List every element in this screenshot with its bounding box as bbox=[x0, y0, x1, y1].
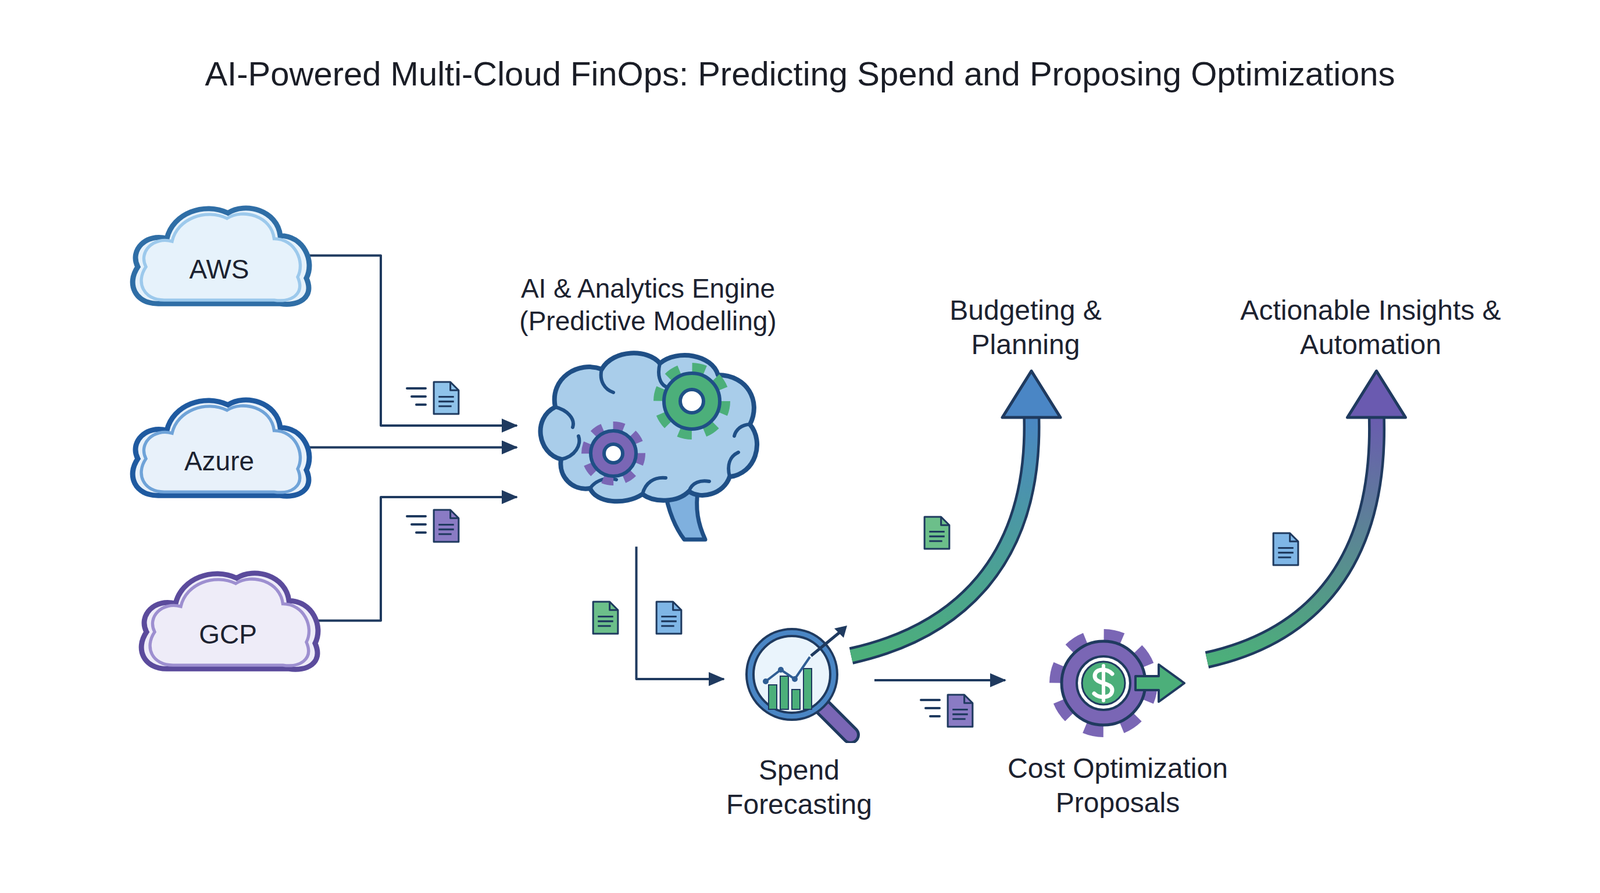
node-label: Spend Forecasting bbox=[723, 753, 875, 822]
connector-line bbox=[308, 255, 517, 427]
curved-arrow-head bbox=[1002, 370, 1061, 418]
connector bbox=[316, 497, 517, 621]
stage-label: Budgeting & Planning bbox=[947, 293, 1105, 362]
document-icon bbox=[406, 509, 459, 542]
node-label: Actionable Insights & Automation bbox=[1237, 293, 1504, 362]
curved-arrow-head bbox=[1347, 370, 1406, 418]
cloud-node: Azure bbox=[123, 390, 316, 505]
engine-node: AI & Analytics Engine (Predictive Modell… bbox=[516, 272, 780, 547]
connector-line bbox=[316, 497, 517, 621]
node-label: AI & Analytics Engine (Predictive Modell… bbox=[516, 272, 780, 338]
connector bbox=[308, 255, 517, 427]
icon-symbol bbox=[132, 208, 310, 305]
document-icon bbox=[920, 694, 973, 727]
cloud-node: GCP bbox=[131, 563, 324, 678]
icon-symbol bbox=[540, 353, 757, 541]
icon-symbol bbox=[141, 573, 319, 670]
icon-graphic bbox=[1048, 625, 1188, 742]
stage-label: Actionable Insights & Automation bbox=[1237, 293, 1504, 362]
icon-symbol bbox=[1055, 635, 1185, 731]
document-icon bbox=[406, 381, 459, 414]
node-label: AWS bbox=[188, 252, 249, 286]
document-icon bbox=[656, 601, 682, 634]
forecast-node: Spend Forecasting bbox=[723, 620, 875, 822]
cloud-node: AWS bbox=[123, 198, 316, 313]
document-icon bbox=[1273, 533, 1299, 566]
icon-graphic bbox=[736, 620, 863, 744]
connector bbox=[874, 680, 1006, 681]
icon-symbol bbox=[750, 625, 851, 735]
icon-symbol bbox=[132, 400, 310, 496]
icon-graphic bbox=[526, 343, 771, 547]
curved-arrow-outline bbox=[1206, 411, 1377, 660]
connector-line bbox=[636, 546, 725, 680]
document-icon bbox=[924, 516, 950, 549]
diagram-title: AI-Powered Multi-Cloud FinOps: Predictin… bbox=[0, 53, 1600, 95]
node-label: GCP bbox=[198, 618, 257, 651]
optimization-node: Cost Optimization Proposals bbox=[1005, 625, 1231, 820]
connector-line bbox=[874, 679, 1006, 682]
connector bbox=[308, 447, 517, 448]
curved-arrow-outline bbox=[851, 411, 1032, 656]
connector bbox=[1206, 370, 1406, 660]
node-label: Budgeting & Planning bbox=[947, 293, 1105, 362]
node-label: Azure bbox=[184, 444, 255, 478]
curved-arrow-shaft bbox=[1206, 411, 1377, 660]
curved-arrow-shaft bbox=[851, 411, 1032, 656]
document-icon bbox=[593, 601, 619, 634]
connector bbox=[851, 370, 1061, 656]
connector bbox=[636, 546, 725, 680]
connector-line bbox=[308, 446, 517, 449]
node-label: Cost Optimization Proposals bbox=[1005, 751, 1231, 820]
